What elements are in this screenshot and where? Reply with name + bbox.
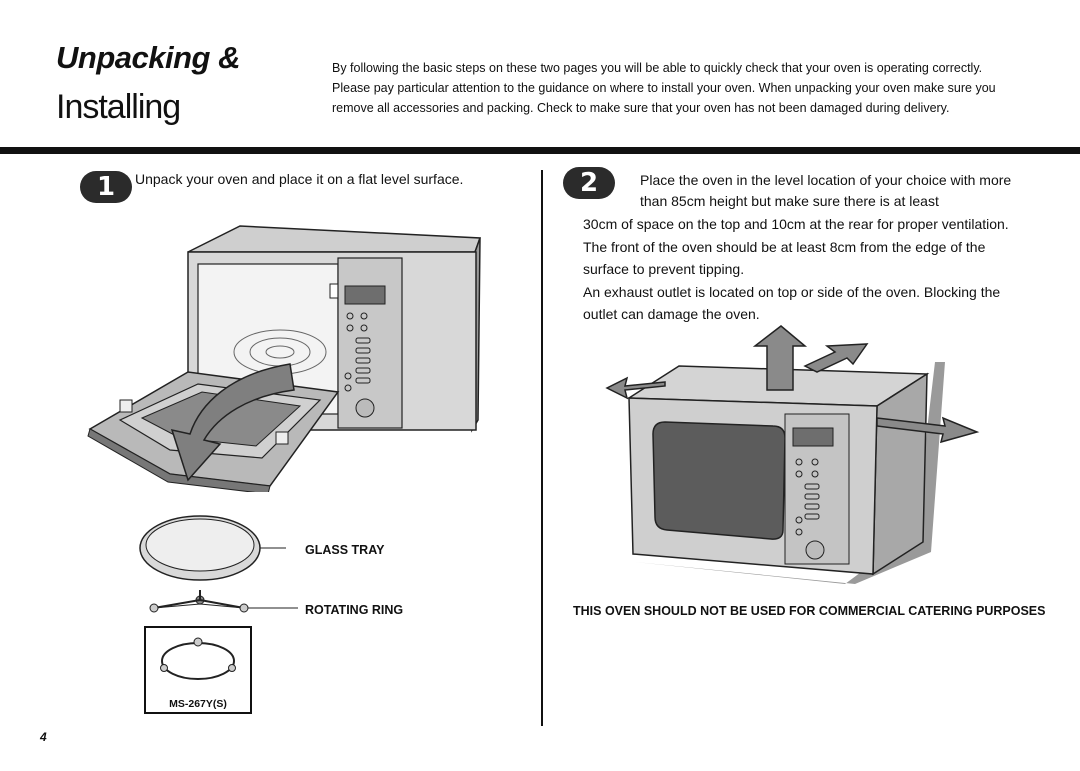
model-number: MS-267Y(S) — [169, 698, 227, 710]
step-2-badge: 2 — [563, 167, 615, 199]
step-2-text-rest: 30cm of space on the top and 10cm at the… — [583, 216, 1009, 277]
section-divider — [0, 147, 1080, 154]
oven-open-door-illustration — [87, 225, 482, 492]
glass-tray-illustration — [139, 515, 286, 581]
page-title-line1: Unpacking & — [56, 40, 240, 75]
step-2-text: 30cm of space on the top and 10cm at the… — [583, 213, 1033, 326]
step-1-badge: 1 — [80, 171, 132, 203]
oven-ventilation-illustration — [605, 325, 980, 584]
exhaust-note: An exhaust outlet is located on top or s… — [583, 283, 1001, 323]
column-divider — [541, 170, 543, 726]
step-1-text: Unpack your oven and place it on a flat … — [135, 171, 464, 187]
rotating-ring-model-illustration — [160, 637, 236, 680]
commercial-use-warning: THIS OVEN SHOULD NOT BE USED FOR COMMERC… — [573, 604, 1046, 618]
rotating-ring-label: ROTATING RING — [305, 603, 404, 617]
rotating-ring-illustration — [149, 590, 298, 613]
page-number: 4 — [40, 730, 47, 744]
intro-paragraph: By following the basic steps on these tw… — [332, 61, 996, 115]
rotating-ring-model-box: MS-267Y(S) — [144, 626, 252, 714]
step-2-text-first: Place the oven in the level location of … — [640, 172, 1012, 209]
glass-tray-label: GLASS TRAY — [305, 543, 385, 557]
page-title-line2: Installing — [56, 88, 181, 126]
